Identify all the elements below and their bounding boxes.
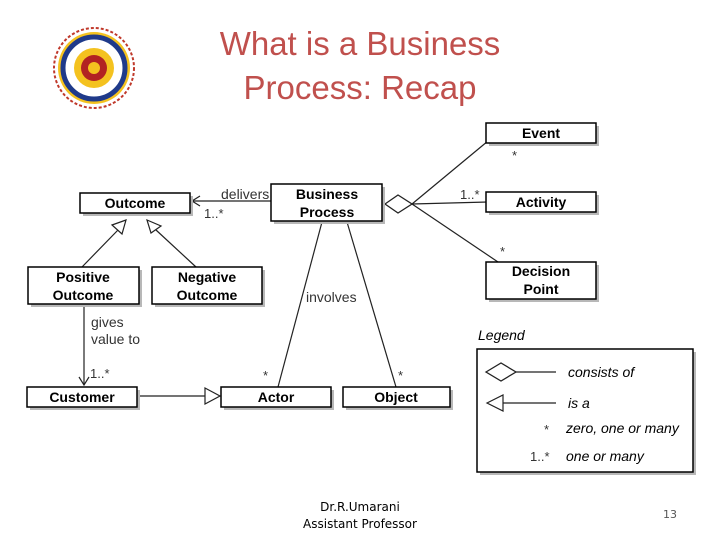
aggregation-lines — [383, 140, 499, 263]
legend-is-a: is a — [568, 395, 590, 411]
svg-text:Outcome: Outcome — [177, 287, 238, 303]
legend-plus-text: one or many — [566, 448, 645, 464]
title-line-2: Process: Recap — [243, 69, 477, 106]
svg-text:Point: Point — [524, 281, 559, 297]
involves-label: involves — [306, 289, 357, 305]
page-title: What is a Business Process: Recap — [190, 22, 530, 110]
svg-text:Activity: Activity — [516, 194, 567, 210]
node-business-process: Business Process — [270, 183, 385, 224]
outcome-generalization — [81, 218, 197, 268]
actor-multiplicity: * — [263, 368, 268, 383]
node-decision-point: Decision Point — [485, 261, 599, 302]
delivers-label: delivers — [221, 186, 269, 202]
legend-star-symbol: * — [544, 422, 549, 437]
svg-text:Actor: Actor — [258, 389, 295, 405]
legend-title: Legend — [478, 327, 526, 343]
footer-author-role: Assistant Professor — [303, 517, 417, 531]
delivers-multiplicity: 1..* — [204, 206, 224, 221]
legend-box: consists of is a * zero, one or many 1..… — [476, 348, 696, 475]
svg-text:Outcome: Outcome — [53, 287, 114, 303]
decision-multiplicity: * — [500, 244, 505, 259]
legend-star-text: zero, one or many — [565, 420, 680, 436]
gives-value-edge — [78, 304, 90, 387]
node-object: Object — [342, 386, 453, 410]
object-multiplicity: * — [398, 368, 403, 383]
page-number: 13 — [663, 508, 677, 521]
footer-author: Dr.R.Umarani Assistant Professor — [290, 499, 430, 533]
title-line-1: What is a Business — [219, 25, 501, 62]
institute-seal-logo — [53, 27, 135, 109]
footer-author-name: Dr.R.Umarani — [320, 500, 400, 514]
svg-text:Business: Business — [296, 186, 358, 202]
gives-multiplicity: 1..* — [90, 366, 110, 381]
svg-text:Event: Event — [522, 125, 560, 141]
node-negative-outcome: Negative Outcome — [151, 266, 265, 307]
node-positive-outcome: Positive Outcome — [27, 266, 142, 307]
gives-label-line-1: gives — [91, 314, 124, 330]
node-actor: Actor — [220, 386, 334, 410]
svg-text:Customer: Customer — [49, 389, 115, 405]
involves-edges — [277, 221, 397, 388]
legend-plus-symbol: 1..* — [530, 449, 550, 464]
activity-multiplicity: 1..* — [460, 187, 480, 202]
svg-text:Outcome: Outcome — [105, 195, 166, 211]
legend-consists-of: consists of — [568, 364, 636, 380]
customer-actor-generalization — [137, 387, 222, 405]
node-activity: Activity — [485, 191, 599, 215]
event-multiplicity: * — [512, 148, 517, 163]
gives-label-line-2: value to — [91, 331, 140, 347]
node-event: Event — [485, 122, 599, 146]
svg-text:Object: Object — [374, 389, 418, 405]
svg-text:Negative: Negative — [178, 269, 237, 285]
svg-text:Positive: Positive — [56, 269, 110, 285]
svg-text:Decision: Decision — [512, 263, 570, 279]
aggregation-diamond — [383, 194, 414, 214]
node-outcome: Outcome — [79, 192, 193, 216]
node-customer: Customer — [26, 386, 140, 410]
svg-text:Process: Process — [300, 204, 355, 220]
